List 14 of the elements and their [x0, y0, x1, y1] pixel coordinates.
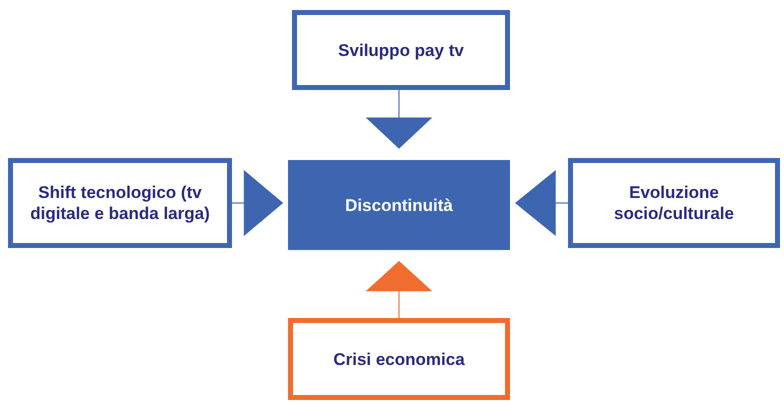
filled-box	[288, 160, 510, 250]
box-label: Sviluppo pay tv	[338, 40, 464, 60]
arrow	[515, 170, 568, 236]
outlined-box	[8, 158, 232, 248]
box-label: Evoluzione socio/culturale	[613, 182, 735, 224]
arrow	[366, 260, 432, 318]
outlined-box	[288, 318, 510, 400]
box-label: Discontinuità	[345, 194, 453, 216]
box-label: Shift tecnologico (tv digitale e banda larga)	[29, 182, 211, 224]
arrow	[232, 170, 284, 236]
outlined-box	[568, 158, 780, 248]
box-label: Crisi economica	[333, 348, 465, 370]
outlined-box	[292, 10, 510, 90]
arrow	[366, 90, 432, 149]
